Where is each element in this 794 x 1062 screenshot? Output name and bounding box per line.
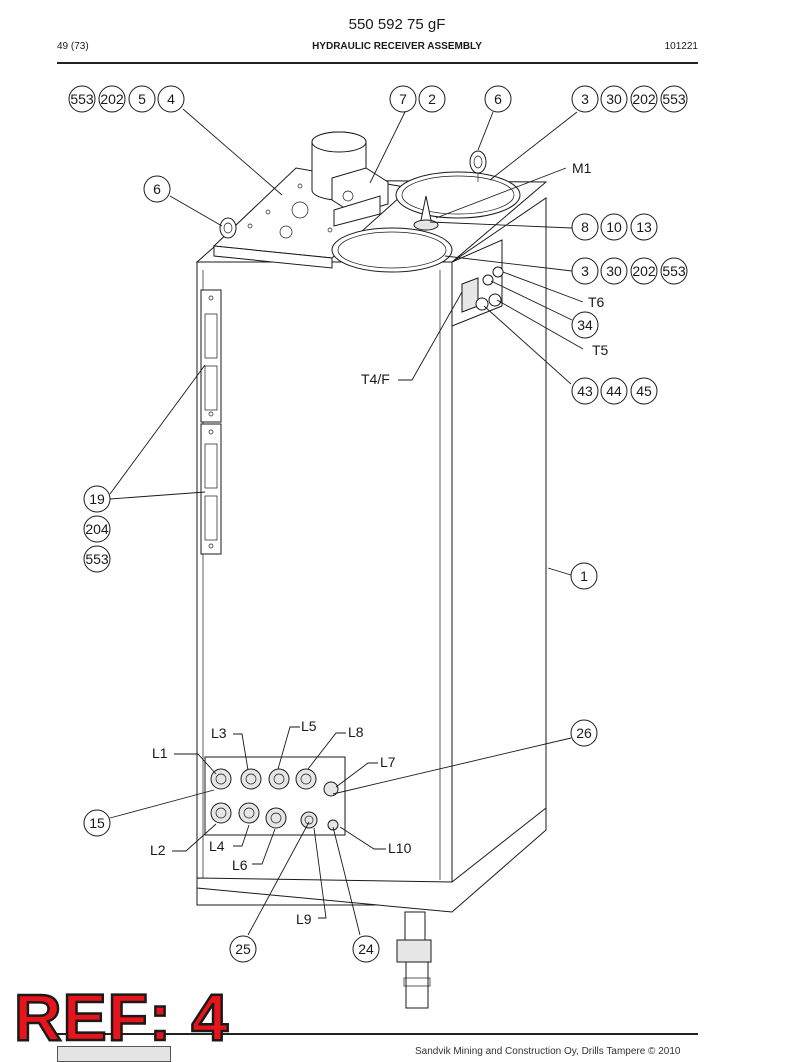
callout-202: 202 <box>98 85 126 113</box>
svg-text:15: 15 <box>89 815 105 831</box>
callout-204: 204 <box>83 515 111 543</box>
page-title: HYDRAULIC RECEIVER ASSEMBLY <box>312 41 482 52</box>
svg-text:7: 7 <box>399 91 407 107</box>
callout-3: 3 <box>571 257 599 285</box>
svg-text:26: 26 <box>576 725 592 741</box>
svg-text:5: 5 <box>138 91 146 107</box>
callout-26: 26 <box>570 719 598 747</box>
label-l9: L9 <box>296 911 312 927</box>
svg-text:202: 202 <box>632 91 656 107</box>
label-t4f: T4/F <box>361 371 390 387</box>
label-l6: L6 <box>232 857 248 873</box>
svg-text:553: 553 <box>85 551 109 567</box>
callout-5: 5 <box>128 85 156 113</box>
access-cover-front <box>331 227 453 273</box>
label-l10: L10 <box>388 840 412 856</box>
callout-3: 3 <box>571 85 599 113</box>
label-l1: L1 <box>152 745 168 761</box>
drain-valve <box>396 911 432 1009</box>
callout-553: 553 <box>660 257 688 285</box>
label-l2: L2 <box>150 842 166 858</box>
svg-text:3: 3 <box>581 91 589 107</box>
svg-text:25: 25 <box>235 941 251 957</box>
svg-text:204: 204 <box>85 521 109 537</box>
footer-copyright: Sandvik Mining and Construction Oy, Dril… <box>415 1046 681 1057</box>
lifting-eye-left <box>219 217 237 239</box>
svg-text:10: 10 <box>606 219 622 235</box>
callout-43: 43 <box>571 377 599 405</box>
callout-44: 44 <box>600 377 628 405</box>
svg-text:45: 45 <box>636 383 652 399</box>
svg-text:30: 30 <box>606 91 622 107</box>
svg-text:553: 553 <box>662 91 686 107</box>
header-rule <box>57 62 698 64</box>
callout-2: 2 <box>418 85 446 113</box>
callout-553: 553 <box>660 85 688 113</box>
callout-6: 6 <box>484 85 512 113</box>
callout-34: 34 <box>571 311 599 339</box>
svg-text:34: 34 <box>577 317 593 333</box>
label-l3: L3 <box>211 725 227 741</box>
callout-19: 19 <box>83 485 111 513</box>
lifting-eye-rear <box>469 150 487 182</box>
callout-7: 7 <box>389 85 417 113</box>
svg-text:3: 3 <box>581 263 589 279</box>
callout-15: 15 <box>83 809 111 837</box>
callout-10: 10 <box>600 213 628 241</box>
callout-8: 8 <box>571 213 599 241</box>
svg-text:2: 2 <box>428 91 436 107</box>
svg-text:6: 6 <box>153 181 161 197</box>
label-l7: L7 <box>380 754 396 770</box>
svg-text:4: 4 <box>167 91 175 107</box>
level-gauge-lower <box>200 423 222 555</box>
callout-24: 24 <box>352 935 380 963</box>
svg-text:44: 44 <box>606 383 622 399</box>
level-gauge-upper <box>200 289 222 423</box>
callout-45: 45 <box>630 377 658 405</box>
footer-rule <box>57 1033 698 1035</box>
callout-553: 553 <box>68 85 96 113</box>
port-panel <box>204 756 346 836</box>
svg-text:202: 202 <box>100 91 124 107</box>
callout-1: 1 <box>570 562 598 590</box>
label-t5: T5 <box>592 342 609 358</box>
svg-text:202: 202 <box>632 263 656 279</box>
svg-text:1: 1 <box>580 568 588 584</box>
svg-text:553: 553 <box>662 263 686 279</box>
filter-head-block <box>331 167 389 227</box>
label-t6: T6 <box>588 294 605 310</box>
svg-text:6: 6 <box>494 91 502 107</box>
leader-lines <box>109 108 584 936</box>
callout-13: 13 <box>630 213 658 241</box>
tank-body <box>195 179 548 913</box>
label-l8: L8 <box>348 724 364 740</box>
svg-text:8: 8 <box>581 219 589 235</box>
page-number: 49 (73) <box>57 41 89 52</box>
callout-202: 202 <box>630 257 658 285</box>
ref-stamp: REF: 4 <box>13 980 230 1054</box>
svg-text:19: 19 <box>89 491 105 507</box>
document-number: 550 592 75 gF <box>348 16 446 33</box>
callout-30: 30 <box>600 257 628 285</box>
callout-6: 6 <box>143 175 171 203</box>
svg-text:43: 43 <box>577 383 593 399</box>
access-cover-rear <box>395 171 521 219</box>
document-date: 101221 <box>664 41 698 52</box>
svg-text:13: 13 <box>636 219 652 235</box>
label-l5: L5 <box>301 718 317 734</box>
label-m1: M1 <box>572 160 592 176</box>
callout-553: 553 <box>83 545 111 573</box>
callout-4: 4 <box>157 85 185 113</box>
callout-30: 30 <box>600 85 628 113</box>
label-l4: L4 <box>209 838 225 854</box>
callout-202: 202 <box>630 85 658 113</box>
svg-text:24: 24 <box>358 941 374 957</box>
callout-25: 25 <box>229 935 257 963</box>
svg-text:30: 30 <box>606 263 622 279</box>
svg-text:553: 553 <box>70 91 94 107</box>
